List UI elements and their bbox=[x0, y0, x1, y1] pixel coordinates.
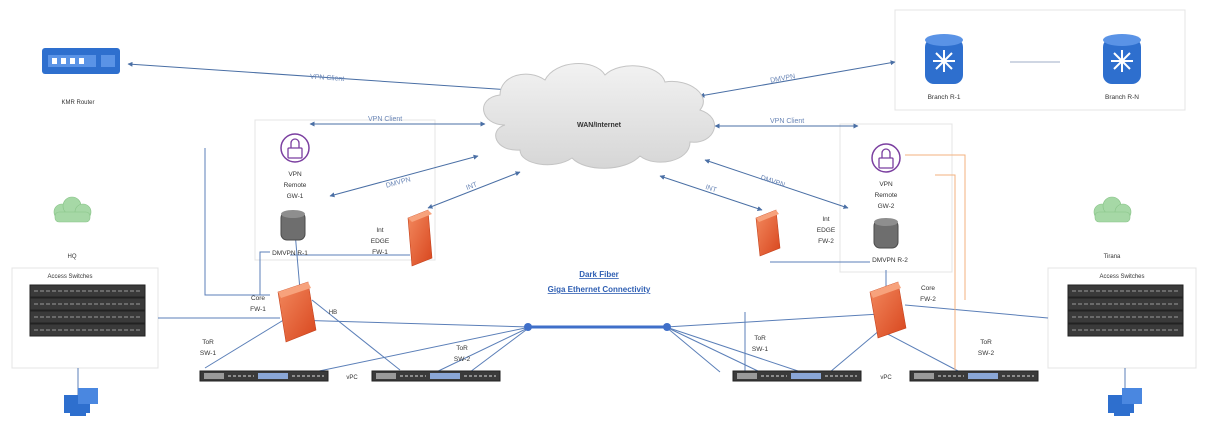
int-edge-fw-1: Int EDGE FW-1 bbox=[371, 209, 433, 267]
link-label-dmvpn-top: DMVPN bbox=[770, 73, 796, 84]
core-fw-1: Core FW-1 HB bbox=[250, 281, 337, 343]
link-label-int-left: INT bbox=[465, 181, 479, 192]
hq-label: HQ bbox=[68, 254, 77, 260]
core-fw-2-line1: Core bbox=[921, 285, 935, 292]
arrow-links bbox=[127, 60, 896, 211]
int-edge-fw-1-line2: EDGE bbox=[371, 238, 390, 245]
backbone-node-left bbox=[524, 323, 532, 331]
vpn-gw-1-line3: GW-1 bbox=[287, 193, 304, 200]
branch-enclosure bbox=[894, 9, 1186, 111]
left-access-switch-stack bbox=[29, 284, 146, 337]
core-fw-2: Core FW-2 bbox=[869, 281, 936, 339]
vpn-remote-gw-2: VPN Remote GW-2 bbox=[871, 143, 901, 210]
right-tor1-switch bbox=[732, 370, 862, 382]
core-fw-1-line2: FW-1 bbox=[250, 306, 266, 313]
link-label-dmvpn-right: DMVPN bbox=[759, 175, 785, 189]
right-tor2-line2: SW-2 bbox=[978, 350, 995, 357]
tirana-site: Tirana Access Switches bbox=[1067, 196, 1184, 416]
right-access-switches-label: Access Switches bbox=[1099, 274, 1144, 280]
link-label-vpn-client-right: VPN Client bbox=[770, 118, 804, 125]
right-tor1-line2: SW-1 bbox=[752, 346, 769, 353]
right-access-switch-stack bbox=[1067, 284, 1184, 337]
vpn-remote-gw-1: VPN Remote GW-1 bbox=[280, 133, 310, 200]
kmr-router-label: KMR Router bbox=[61, 100, 94, 106]
left-tor2-line1: ToR bbox=[456, 345, 468, 352]
int-edge-fw-2: Int EDGE FW-2 bbox=[755, 209, 836, 257]
vpn-gw-2-line3: GW-2 bbox=[878, 203, 895, 210]
left-vpc-label: vPC bbox=[346, 375, 358, 381]
left-tor1-line2: SW-1 bbox=[200, 350, 217, 357]
branch-r-n: Branch R-N bbox=[1103, 34, 1141, 101]
link-label-dmvpn-left: DMVPN bbox=[385, 176, 411, 189]
backbone-node-right bbox=[663, 323, 671, 331]
vpn-gw-1-line1: VPN bbox=[288, 171, 302, 178]
left-access-switches-label: Access Switches bbox=[47, 274, 92, 280]
branch-r-1-label: Branch R-1 bbox=[928, 94, 961, 101]
cloud-label: WAN/Internet bbox=[577, 122, 622, 129]
backbone-label-1: Dark Fiber bbox=[579, 270, 619, 279]
firewall-icon bbox=[755, 209, 781, 257]
dmvpn-r-2: DMVPN R-2 bbox=[872, 218, 908, 264]
orange-links bbox=[905, 154, 966, 370]
dmvpn-r-2-label: DMVPN R-2 bbox=[872, 257, 908, 264]
core-fw-1-line1: Core bbox=[251, 295, 265, 302]
link-label-vpn-client-top: VPN Client bbox=[310, 74, 345, 83]
link-label-int-right: INT bbox=[704, 184, 718, 194]
tirana-cloud-icon bbox=[1093, 196, 1132, 223]
left-workstation-icon bbox=[64, 388, 98, 416]
vpn-gw-2-line1: VPN bbox=[879, 181, 893, 188]
right-tor2-line1: ToR bbox=[980, 339, 992, 346]
right-tor2-switch bbox=[909, 370, 1039, 382]
wired-links bbox=[77, 61, 1126, 395]
int-edge-fw-2-line2: EDGE bbox=[817, 227, 836, 234]
kmr-router: KMR Router bbox=[42, 48, 120, 106]
left-tor1-line1: ToR bbox=[202, 339, 214, 346]
vpn-gw-2-line2: Remote bbox=[875, 192, 898, 199]
left-tor2-line2: SW-2 bbox=[454, 356, 471, 363]
backbone: Dark Fiber Giga Ethernet Connectivity bbox=[524, 270, 671, 331]
branch-r-n-label: Branch R-N bbox=[1105, 94, 1139, 101]
hq-site: HQ Access Switches bbox=[29, 196, 146, 416]
right-tor1-line1: ToR bbox=[754, 335, 766, 342]
hq-cloud-icon bbox=[53, 196, 92, 223]
left-gw-enclosure bbox=[254, 119, 436, 261]
tirana-label: Tirana bbox=[1104, 254, 1121, 260]
enclosures bbox=[11, 9, 1197, 369]
backbone-label-2: Giga Ethernet Connectivity bbox=[548, 285, 651, 294]
int-edge-fw-2-line1: Int bbox=[822, 216, 829, 223]
int-edge-fw-2-line3: FW-2 bbox=[818, 238, 834, 245]
int-edge-fw-1-line1: Int bbox=[376, 227, 383, 234]
vpn-gw-1-line2: Remote bbox=[284, 182, 307, 189]
link-label-vpn-client-left: VPN Client bbox=[368, 116, 402, 123]
hb-label: HB bbox=[329, 310, 337, 316]
branch-r-1: Branch R-1 bbox=[925, 34, 963, 101]
right-tor-switches: ToR SW-1 ToR SW-2 vPC bbox=[732, 335, 1039, 382]
dmvpn-r-1-label: DMVPN R-1 bbox=[272, 250, 308, 257]
wan-cloud: WAN/Internet bbox=[483, 63, 715, 169]
dmvpn-r-1: DMVPN R-1 bbox=[272, 210, 308, 257]
right-vpc-label: vPC bbox=[880, 375, 892, 381]
left-tor2-switch bbox=[371, 370, 501, 382]
right-workstation-icon bbox=[1108, 388, 1142, 416]
left-tor1-switch bbox=[199, 370, 329, 382]
int-edge-fw-1-line3: FW-1 bbox=[372, 249, 388, 256]
core-fw-2-line2: FW-2 bbox=[920, 296, 936, 303]
left-tor-switches: ToR SW-1 ToR SW-2 vPC bbox=[199, 339, 501, 382]
